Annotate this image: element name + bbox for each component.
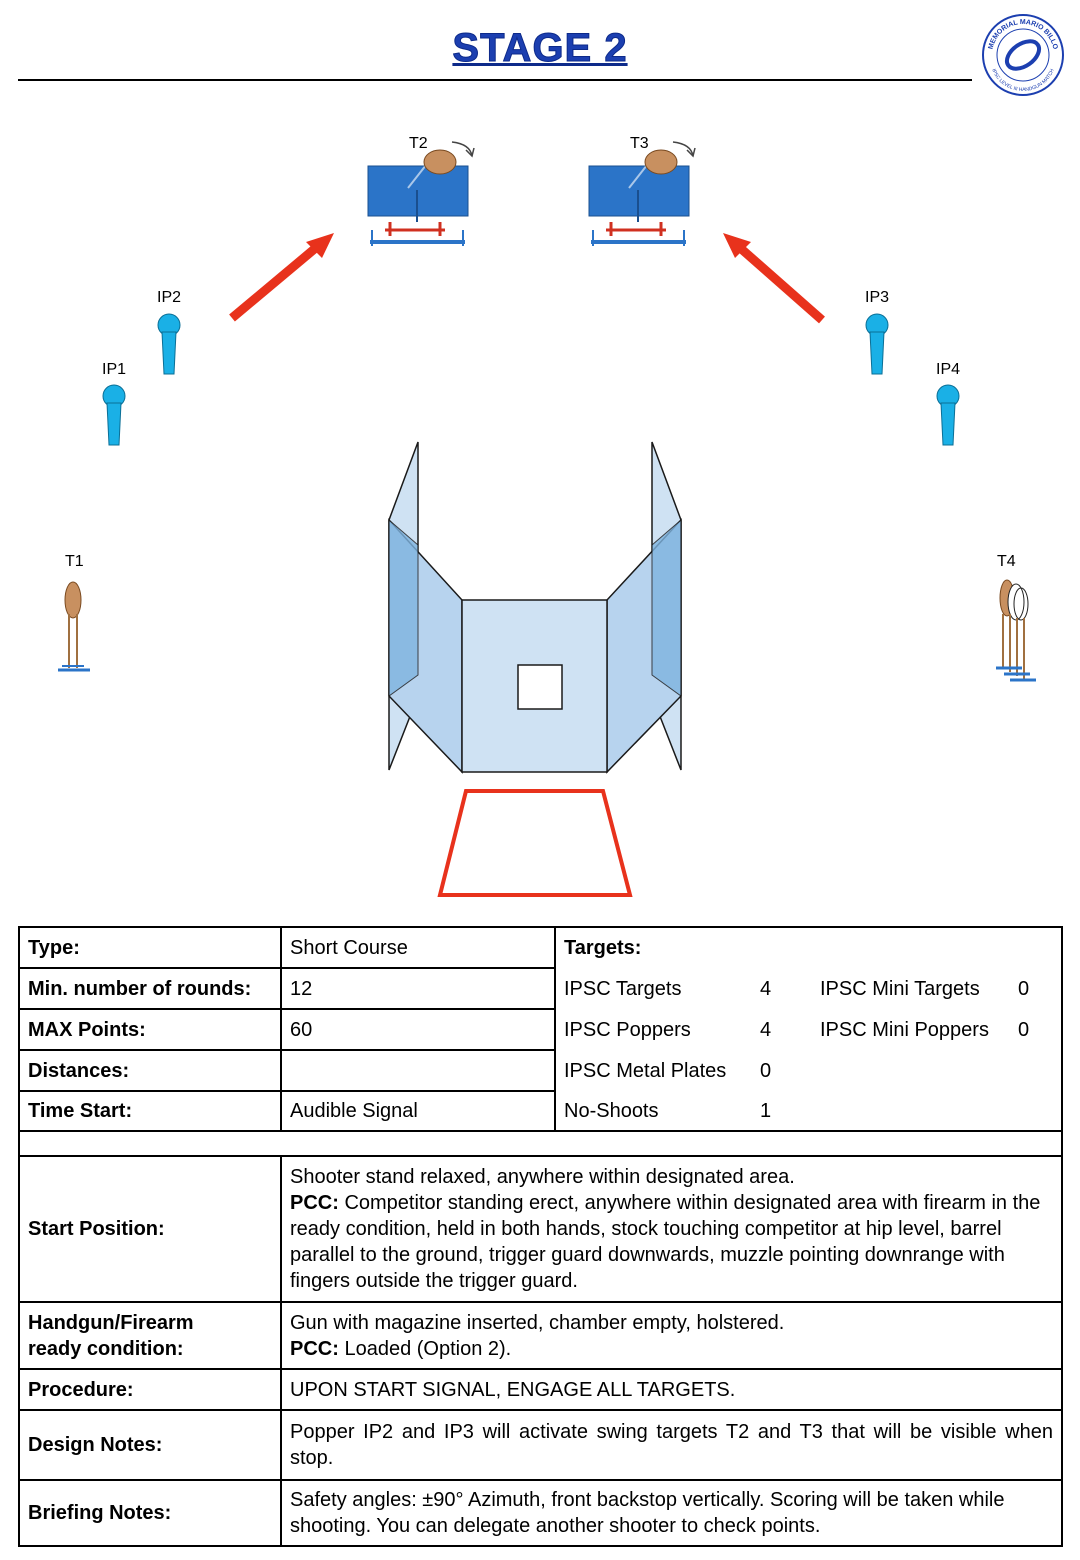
design-notes-value: Popper IP2 and IP3 will activate swing t… [280,1409,1063,1481]
start-position-pcc: Competitor standing erect, anywhere with… [290,1192,1041,1292]
type-value: Short Course [280,926,556,969]
label-ip3: IP3 [865,289,889,306]
stage-info-table: Type: Short Course Targets: Min. number … [18,926,1063,1547]
rounds-label: Min. number of rounds: [18,967,282,1010]
match-logo: MEMORIAL MARIO BILLO IPSC LEVEL III HAND… [982,14,1064,96]
distances-value [280,1049,556,1092]
popper-ip2: IP2 [157,289,181,375]
briefing-notes-value: Safety angles: ±90° Azimuth, front backs… [280,1479,1063,1547]
start-position-value: Shooter stand relaxed, anywhere within d… [280,1155,1063,1303]
timestart-value: Audible Signal [280,1090,556,1132]
popper-ip4: IP4 [936,361,960,446]
swing-target-t2: T2 [367,135,475,246]
targets-row-3: IPSC Metal Plates 0 [554,1050,1063,1091]
ready-condition-label: Handgun/Firearm ready condition: [18,1301,282,1370]
target-t4: T4 [996,553,1036,682]
ipsc-mini-poppers-count: 0 [1018,1018,1030,1041]
ready-line: Gun with magazine inserted, chamber empt… [290,1311,785,1334]
target-t1: T1 [58,553,90,672]
start-position-label: Start Position: [18,1155,282,1303]
ipsc-poppers-count: 4 [760,1018,772,1041]
procedure-value: UPON START SIGNAL, ENGAGE ALL TARGETS. [280,1368,1063,1411]
targets-row-1: IPSC Targets 4 IPSC Mini Targets 0 [554,968,1063,1009]
ready-label-line1: Handgun/Firearm [28,1311,194,1334]
label-ip4: IP4 [936,361,960,378]
points-label: MAX Points: [18,1008,282,1051]
pcc-label: PCC: [290,1192,339,1214]
ready-condition-value: Gun with magazine inserted, chamber empt… [280,1301,1063,1370]
targets-row-4: No-Shoots 1 [554,1091,1063,1132]
ipsc-metal-plates-label: IPSC Metal Plates [564,1059,727,1082]
ipsc-targets-count: 4 [760,977,772,1000]
type-label: Type: [18,926,282,969]
ipsc-metal-plates-count: 0 [760,1059,772,1082]
label-t2: T2 [409,135,428,152]
ready-label-line2: ready condition: [28,1337,184,1360]
no-shoots-label: No-Shoots [564,1099,659,1122]
stage-title: STAGE 2 [452,26,628,71]
rounds-value: 12 [280,967,556,1010]
barricade-structure [388,441,682,774]
popper-ip1: IP1 [102,361,126,446]
ipsc-mini-targets-count: 0 [1018,977,1030,1000]
ready-pcc-label: PCC: [290,1337,339,1360]
points-value: 60 [280,1008,556,1051]
targets-row-2: IPSC Poppers 4 IPSC Mini Poppers 0 [554,1009,1063,1050]
popper-ip3: IP3 [865,289,889,375]
targets-label: Targets: [554,926,1063,968]
start-position-line: Shooter stand relaxed, anywhere within d… [290,1166,795,1188]
activation-arrow-left [229,233,334,322]
swing-target-t3: T3 [588,135,696,246]
label-ip2: IP2 [157,289,181,306]
shooting-area [437,789,633,897]
label-t4: T4 [997,553,1016,570]
label-t1: T1 [65,553,84,570]
stage-diagram: T2 T3 IP2 [58,135,1036,897]
ipsc-mini-poppers-label: IPSC Mini Poppers [820,1018,989,1041]
timestart-label: Time Start: [18,1090,282,1132]
activation-arrow-right [723,233,825,324]
title-divider [18,79,972,81]
label-ip1: IP1 [102,361,126,378]
distances-label: Distances: [18,1049,282,1092]
ipsc-poppers-label: IPSC Poppers [564,1018,691,1041]
no-shoots-count: 1 [760,1099,772,1122]
procedure-label: Procedure: [18,1368,282,1411]
spacer-row [18,1130,1063,1157]
ready-pcc-value: Loaded (Option 2). [344,1337,512,1360]
ipsc-targets-label: IPSC Targets [564,977,682,1000]
ipsc-mini-targets-label: IPSC Mini Targets [820,977,980,1000]
port-window [517,664,563,710]
briefing-notes-label: Briefing Notes: [18,1479,282,1547]
label-t3: T3 [630,135,649,152]
design-notes-label: Design Notes: [18,1409,282,1481]
